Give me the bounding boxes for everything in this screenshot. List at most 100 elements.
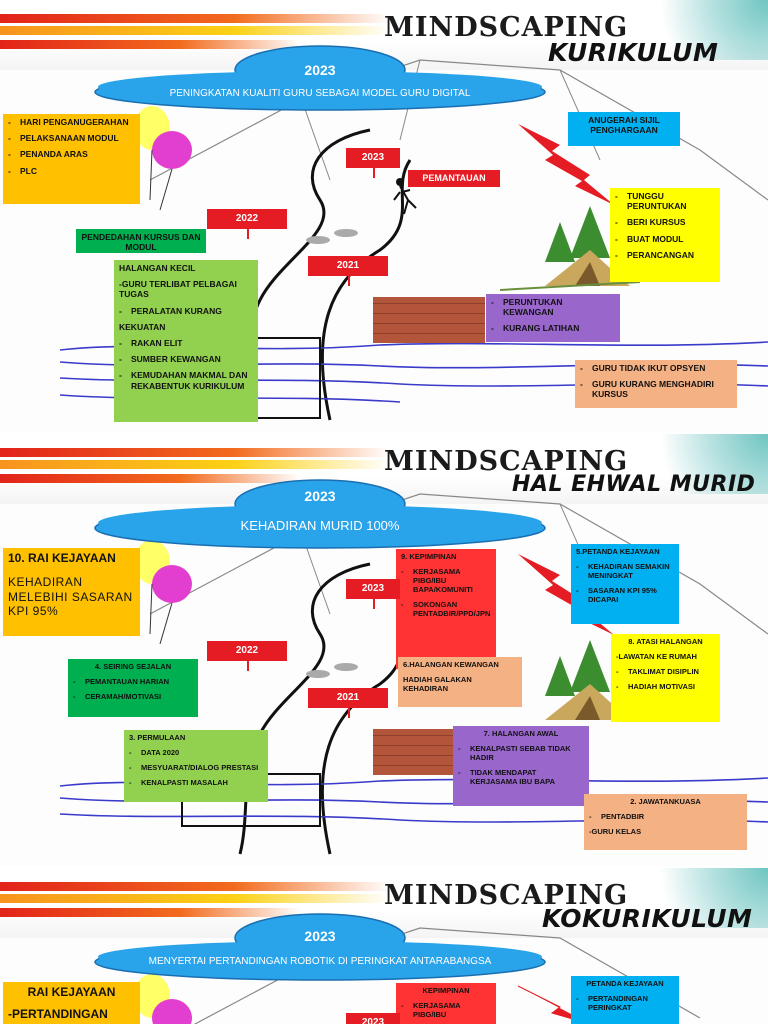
slide-hal-ehwal-murid: MINDSCAPING HAL EHWAL MURID 2023 KEHADIR… [0, 434, 768, 866]
box-heading: 6.HALANGAN KEWANGAN [403, 660, 499, 669]
box-heading: 2. JAWATANKUASA [630, 797, 701, 806]
list-item: RAKAN ELIT [119, 338, 253, 348]
yellow-box-overcome: 8. ATASI HALANGAN -LAWATAN KE RUMAH TAKL… [611, 634, 720, 722]
box-heading: 9. KEPIMPINAN [401, 552, 457, 561]
header-stripe-red-2 [0, 40, 300, 49]
green-box-start: 3. PERMULAAN DATA 2020 MESYUARAT/DIALOG … [124, 730, 268, 802]
box-body: HADIAH GALAKAN KEHADIRAN [403, 675, 472, 693]
list-item: PERALATAN KURANG [119, 306, 253, 316]
list-item: KEHADIRAN SEMAKIN MENINGKAT [576, 562, 674, 580]
list-item: KEMUDAHAN MAKMAL DAN REKABENTUK KURIKULU… [119, 370, 253, 390]
list-item: -GURU KELAS [589, 827, 642, 836]
list-item: PERUNTUKAN KEWANGAN [491, 297, 615, 317]
peach-box-issues: GURU TIDAK IKUT OPSYEN GURU KURANG MENGH… [575, 360, 737, 408]
list-item: SUMBER KEWANGAN [119, 354, 253, 364]
brick-wall [373, 297, 485, 343]
peach-box-committee: 2. JAWATANKUASA PENTADBIR -GURU KELAS [584, 794, 747, 850]
red-box-leadership: 9. KEPIMPINAN KERJASAMA PIBG/IBU BAPA/KO… [396, 549, 496, 669]
top-right-box-award: ANUGERAH SIJIL PENGHARGAAN [568, 112, 680, 146]
box-heading: PETANDA KEJAYAAN [586, 979, 664, 988]
list-item: CERAMAH/MOTIVASI [73, 692, 193, 701]
header-stripe-red [0, 14, 390, 23]
header-teal-corner [638, 868, 768, 928]
list-item: KENALPASTI SEBAB TIDAK HADIR [458, 744, 584, 762]
box-heading: 4. SEIRING SEJALAN [94, 662, 172, 671]
list-item: KERJASAMA PIBG/IBU BAPA/KOMUNITI [401, 567, 491, 594]
box-heading: KEPIMPINAN [422, 986, 470, 995]
header-stripe-orange [0, 460, 390, 469]
list-item: PENTADBIR [589, 812, 742, 821]
list-item: PENANDA ARAS [8, 149, 135, 159]
purple-box-early-obstacle: 7. HALANGAN AWAL KENALPASTI SEBAB TIDAK … [453, 726, 589, 806]
goal-year: 2023 [304, 62, 336, 78]
header-teal-corner [638, 434, 768, 494]
box-heading: 5.PETANDA KEJAYAAN [576, 547, 660, 556]
list-item: PERANCANGAN [615, 250, 715, 260]
header-stripe-red [0, 882, 390, 891]
left-box-programs: HARI PENGANUGERAHAN PELAKSANAAN MODUL PE… [3, 114, 140, 204]
list-item: PELAKSANAAN MODUL [8, 133, 135, 143]
sign-2022: 2022 [207, 209, 287, 239]
green-box-exposure: PENDEDAHAN KURSUS DAN MODUL [76, 229, 206, 253]
header-stripe-orange [0, 894, 390, 903]
green-box-alignment: 4. SEIRING SEJALAN PEMANTAUAN HARIAN CER… [68, 659, 198, 717]
sign-2023: 2023 [346, 579, 400, 609]
cyan-box-success: PETANDA KEJAYAAN PERTANDINGAN PERINGKAT [571, 976, 679, 1024]
slide-title: MINDSCAPING [384, 12, 629, 43]
slide-kurikulum: MINDSCAPING KURIKULUM [0, 0, 768, 432]
purple-box-constraints: PERUNTUKAN KEWANGAN KURANG LATIHAN [486, 294, 620, 342]
list-item: DATA 2020 [129, 748, 263, 757]
list-item: PERTANDINGAN PERINGKAT [576, 994, 674, 1012]
slide-title: MINDSCAPING [384, 446, 629, 477]
goal-cloud: 2023 PENINGKATAN KUALITI GURU SEBAGAI MO… [90, 42, 550, 112]
header-stripe-red-2 [0, 474, 300, 483]
list-item: KURANG LATIHAN [491, 323, 615, 333]
header-stripe-red [0, 448, 390, 457]
list-item: KENALPASTI MASALAH [129, 778, 263, 787]
orange-box-celebrate: RAI KEJAYAAN -PERTANDINGAN [3, 982, 140, 1024]
sign-2022: 2022 [207, 641, 287, 671]
sign-2023: 2023 [346, 148, 400, 178]
box-heading: 8. ATASI HALANGAN [628, 637, 703, 646]
slide-kokurikulum: MINDSCAPING KOKURIKULUM 2023 MENYERTAI P… [0, 868, 768, 1024]
list-item: KERJASAMA PIBG/IBU [401, 1001, 491, 1019]
goal-year: 2023 [304, 488, 336, 504]
sign-2021: 2021 [308, 688, 388, 718]
obstacle-item: -GURU TERLIBAT PELBAGAI TUGAS [119, 279, 237, 300]
header-stripe-orange [0, 26, 390, 35]
cyan-box-success: 5.PETANDA KEJAYAAN KEHADIRAN SEMAKIN MEN… [571, 544, 679, 624]
box-heading: 10. RAI KEJAYAAN [8, 551, 116, 565]
yellow-box-actions: TUNGGU PERUNTUKAN BERI KURSUS BUAT MODUL… [610, 188, 720, 282]
sign-2021: 2021 [308, 256, 388, 286]
orange-box-celebrate: 10. RAI KEJAYAAN KEHADIRAN MELEBIHI SASA… [3, 548, 140, 636]
slide-subtitle: KOKURIKULUM [542, 904, 753, 933]
list-item: BERI KURSUS [615, 217, 715, 227]
list-item: -LAWATAN KE RUMAH [616, 652, 697, 661]
strength-heading: KEKUATAN [119, 321, 166, 332]
list-item: TIDAK MENDAPAT KERJASAMA IBU BAPA [458, 768, 584, 786]
list-item: TUNGGU PERUNTUKAN [615, 191, 715, 211]
slide-subtitle: KURIKULUM [548, 38, 719, 67]
slide-subtitle: HAL EHWAL MURID [512, 472, 756, 497]
list-item: HARI PENGANUGERAHAN [8, 117, 135, 127]
list-item: GURU TIDAK IKUT OPSYEN [580, 363, 732, 373]
sign-2023: 2023 [346, 1013, 400, 1024]
list-item: SASARAN KPI 95% DICAPAI [576, 586, 674, 604]
goal-cloud: 2023 MENYERTAI PERTANDINGAN ROBOTIK DI P… [90, 912, 550, 982]
box-body: KEHADIRAN MELEBIHI SASARAN KPI 95% [8, 575, 133, 619]
goal-text: PENINGKATAN KUALITI GURU SEBAGAI MODEL G… [169, 88, 471, 99]
box-heading: 3. PERMULAAN [129, 733, 186, 742]
goal-cloud: 2023 KEHADIRAN MURID 100% [90, 476, 550, 550]
list-item: BUAT MODUL [615, 234, 715, 244]
box-body: -PERTANDINGAN [8, 1007, 108, 1022]
list-item: PEMANTAUAN HARIAN [73, 677, 193, 686]
green-box-obstacles-strengths: HALANGAN KECIL -GURU TERLIBAT PELBAGAI T… [114, 260, 258, 422]
red-box-leadership: KEPIMPINAN KERJASAMA PIBG/IBU [396, 983, 496, 1024]
list-item: TAKLIMAT DISIPLIN [616, 667, 715, 676]
brick-wall [373, 729, 453, 775]
goal-text: MENYERTAI PERTANDINGAN ROBOTIK DI PERING… [148, 956, 492, 967]
obstacle-heading: HALANGAN KECIL [119, 263, 196, 273]
header-teal-corner [638, 0, 768, 60]
sign-pemantauan: PEMANTAUAN [408, 170, 500, 187]
list-item: PLC [8, 166, 135, 176]
